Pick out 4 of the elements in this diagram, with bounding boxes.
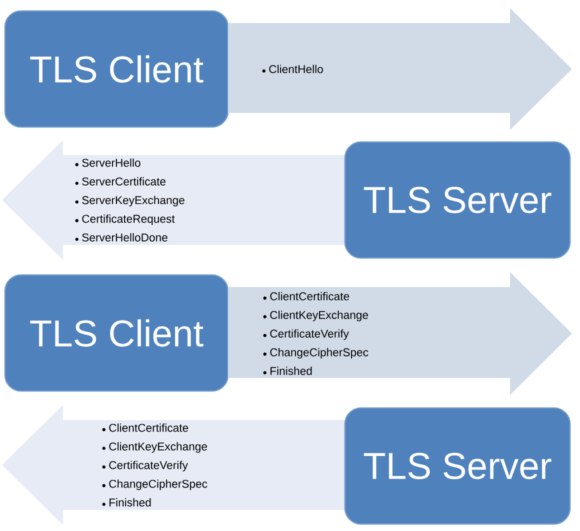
rounded-box: TLS Client [4, 10, 229, 128]
rounded-box: TLS Client [4, 274, 229, 392]
rounded-box: TLS Server [344, 141, 571, 259]
rounded-box: TLS Server [344, 407, 571, 525]
